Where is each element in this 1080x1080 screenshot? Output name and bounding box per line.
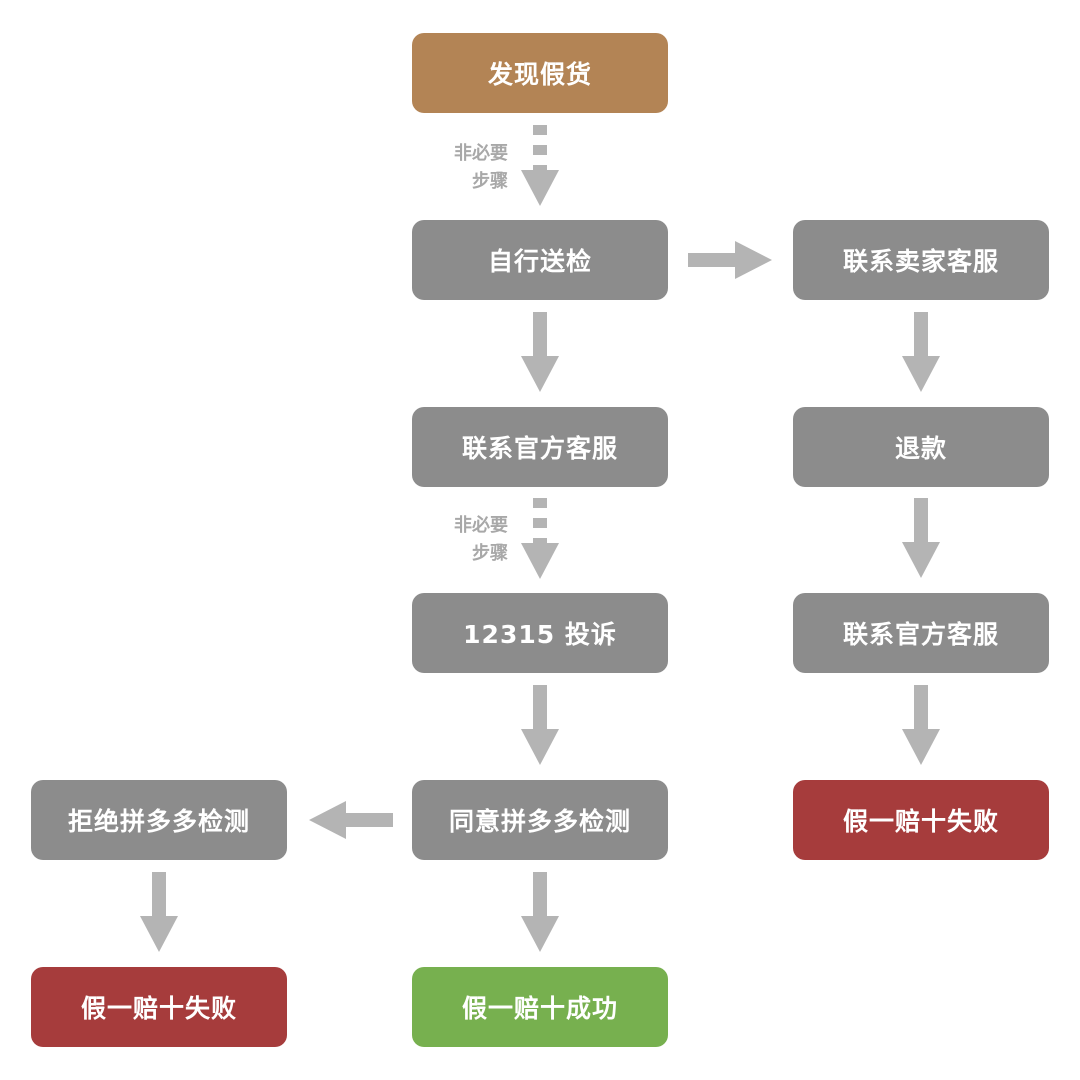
optional-step-note-2-line2: 步骤 (472, 543, 508, 564)
arrow-agree-to-success (521, 872, 559, 952)
arrow-official-to-fail-right (902, 685, 940, 765)
optional-step-note-1-line2: 步骤 (472, 171, 508, 192)
arrow-inspection-to-seller (688, 241, 772, 279)
node-compensation-fail-right: 假一赔十失败 (793, 780, 1049, 860)
optional-step-note-2: 非必要 步骤 (428, 512, 508, 568)
optional-step-note-1-line1: 非必要 (454, 143, 508, 164)
node-self-inspection: 自行送检 (412, 220, 668, 300)
node-contact-official-service-main: 联系官方客服 (412, 407, 668, 487)
dashed-arrow-discover-to-inspection (521, 125, 559, 206)
node-compensation-fail-left: 假一赔十失败 (31, 967, 287, 1047)
arrow-inspection-to-official (521, 312, 559, 392)
arrow-refund-to-official (902, 498, 940, 578)
optional-step-note-2-line1: 非必要 (454, 515, 508, 536)
node-agree-pdd-inspection: 同意拼多多检测 (412, 780, 668, 860)
arrow-seller-to-refund (902, 312, 940, 392)
node-compensation-success: 假一赔十成功 (412, 967, 668, 1047)
node-refund: 退款 (793, 407, 1049, 487)
node-discover-fake: 发现假货 (412, 33, 668, 113)
node-contact-official-service-right: 联系官方客服 (793, 593, 1049, 673)
dashed-arrow-official-to-complaint (521, 498, 559, 579)
arrow-refuse-to-fail-left (140, 872, 178, 952)
node-refuse-pdd-inspection: 拒绝拼多多检测 (31, 780, 287, 860)
optional-step-note-1: 非必要 步骤 (428, 140, 508, 196)
arrow-complaint-to-agree (521, 685, 559, 765)
node-contact-seller-service: 联系卖家客服 (793, 220, 1049, 300)
node-complaint-12315: 12315 投诉 (412, 593, 668, 673)
arrow-agree-to-refuse (309, 801, 393, 839)
